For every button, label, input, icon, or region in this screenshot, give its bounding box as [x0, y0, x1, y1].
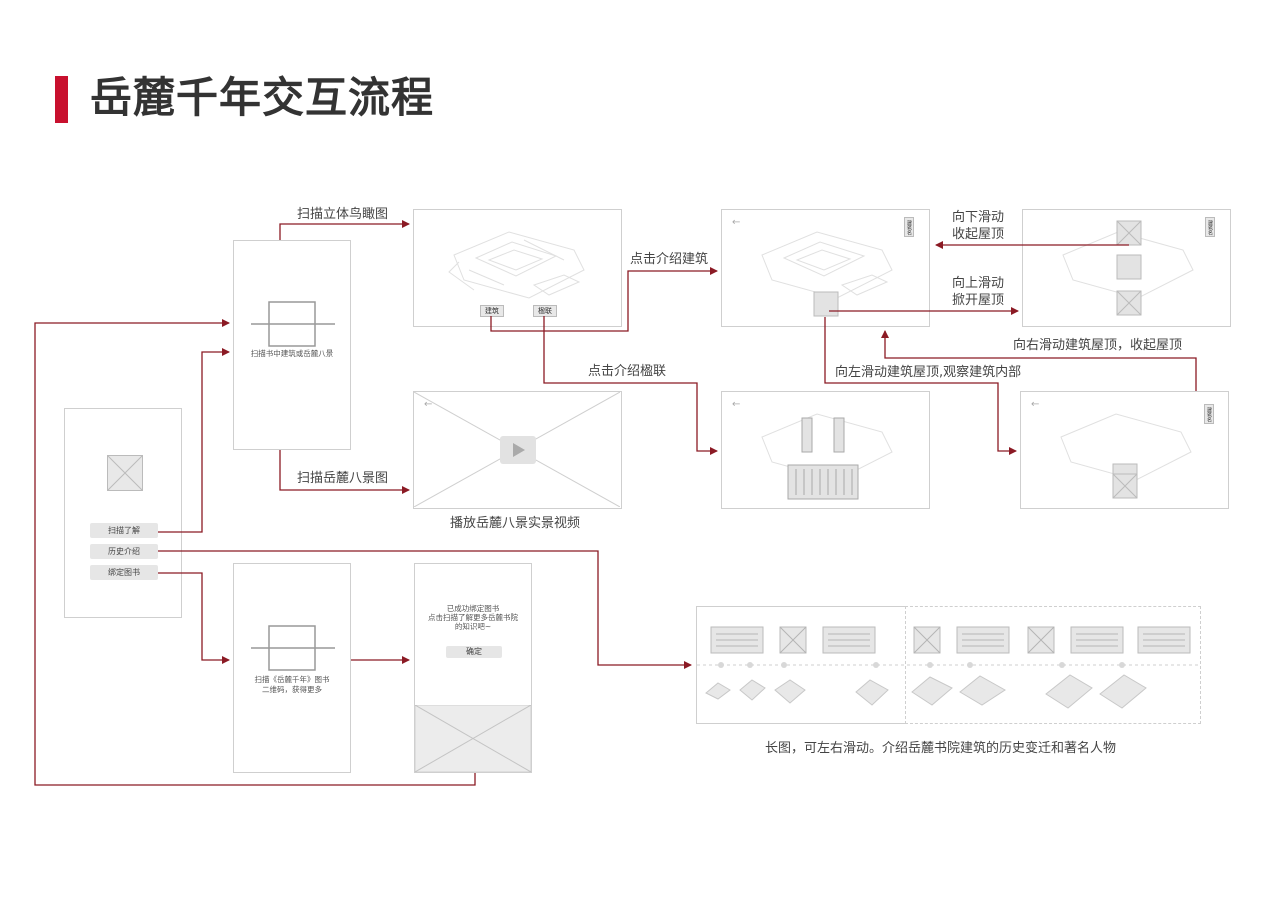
- label-swipe-down-2: 收起屋顶: [952, 227, 1005, 242]
- arrow-tap-couplet: [543, 316, 718, 455]
- building-name-tag: 建筑名称: [1205, 217, 1215, 237]
- arrow-tap-building: [490, 267, 718, 332]
- arrow-scan-eight: [279, 450, 410, 494]
- arrow-scan-learn: [158, 348, 230, 533]
- roof-open-screen: [1022, 209, 1231, 327]
- roof-layers-illustration: [1062, 220, 1194, 316]
- video-placeholder: [414, 392, 620, 507]
- arrow-swipe-left: [824, 317, 1017, 455]
- bind-scan-caption-1: 扫描《岳麓千年》图书: [254, 675, 330, 684]
- interior-illustration: [1060, 413, 1192, 499]
- label-swipe-down-1: 向下滑动: [952, 210, 1005, 225]
- page-title: 岳麓千年交互流程: [90, 73, 435, 122]
- building-name-tag: 建筑名称: [904, 217, 914, 237]
- video-screen: ←: [413, 391, 622, 509]
- back-arrow-icon[interactable]: ←: [424, 399, 433, 410]
- arrow-bind-book: [158, 572, 230, 664]
- label-tap-couplet: 点击介绍楹联: [588, 364, 667, 379]
- scan-frame-icon: [251, 625, 335, 671]
- back-arrow-icon[interactable]: ←: [732, 217, 741, 228]
- arrow-history: [158, 550, 692, 669]
- image-placeholder-icon: [107, 455, 143, 491]
- label-scan-birdview: 扫描立体鸟瞰图: [297, 207, 389, 222]
- couplet-button[interactable]: 楹联: [533, 305, 557, 317]
- scan-caption: 扫描书中建筑或岳麓八景: [250, 349, 334, 358]
- arrow-swipe-right: [881, 330, 1197, 391]
- label-swipe-up-1: 向上滑动: [952, 276, 1005, 291]
- title-accent-bar: [55, 76, 68, 123]
- bind-scan-screen: 扫描《岳麓千年》图书 二维码，获得更多: [233, 563, 351, 773]
- label-swipe-left: 向左滑动建筑屋顶,观察建筑内部: [835, 365, 1022, 380]
- birdview-screen: [413, 209, 622, 327]
- scan-screen: 扫描书中建筑或岳麓八景: [233, 240, 351, 450]
- back-arrow-icon[interactable]: ←: [732, 399, 741, 410]
- label-swipe-right: 向右滑动建筑屋顶，收起屋顶: [1013, 338, 1183, 353]
- bind-success-line2: 点击扫描了解更多岳麓书院: [428, 613, 518, 622]
- image-placeholder-icon: [415, 705, 531, 772]
- building-roof-block: [813, 291, 839, 317]
- scan-learn-button[interactable]: 扫描了解: [90, 523, 158, 538]
- back-arrow-icon[interactable]: ←: [1031, 399, 1040, 410]
- building-name-tag: 建筑名称: [1204, 404, 1214, 424]
- label-scan-eight: 扫描岳麓八景图: [297, 471, 389, 486]
- arrow-scan-birdview: [279, 220, 410, 240]
- bind-success-screen: 已成功绑定图书 点击扫描了解更多岳麓书院 的知识吧~: [414, 563, 532, 773]
- birdview-map-illustration: [448, 231, 585, 299]
- home-screen: [64, 408, 182, 618]
- couplet-screen: ←: [721, 391, 930, 509]
- history-intro-button[interactable]: 历史介绍: [90, 544, 158, 559]
- birdview-map-illustration: [761, 231, 893, 317]
- play-icon: [513, 443, 525, 457]
- building-button[interactable]: 建筑: [480, 305, 504, 317]
- label-swipe-up-2: 掀开屋顶: [952, 293, 1005, 308]
- bind-success-line1: 已成功绑定图书: [446, 604, 500, 613]
- arrow-back-to-scan: [34, 319, 476, 786]
- bind-book-button[interactable]: 绑定图书: [90, 565, 158, 580]
- scan-frame-icon: [251, 301, 335, 347]
- confirm-button[interactable]: 确定: [446, 646, 502, 658]
- interior-screen: ←: [1020, 391, 1229, 509]
- label-play-video: 播放岳麓八景实景视频: [450, 516, 581, 531]
- bind-scan-caption-2: 二维码，获得更多: [262, 685, 322, 694]
- label-tap-building: 点击介绍建筑: [630, 252, 709, 267]
- label-long-image: 长图，可左右滑动。介绍岳麓书院建筑的历史变迁和著名人物: [765, 741, 1117, 756]
- building-intro-screen: ←: [721, 209, 930, 327]
- bind-success-line3: 的知识吧~: [454, 622, 492, 631]
- couplet-illustration: [761, 413, 893, 500]
